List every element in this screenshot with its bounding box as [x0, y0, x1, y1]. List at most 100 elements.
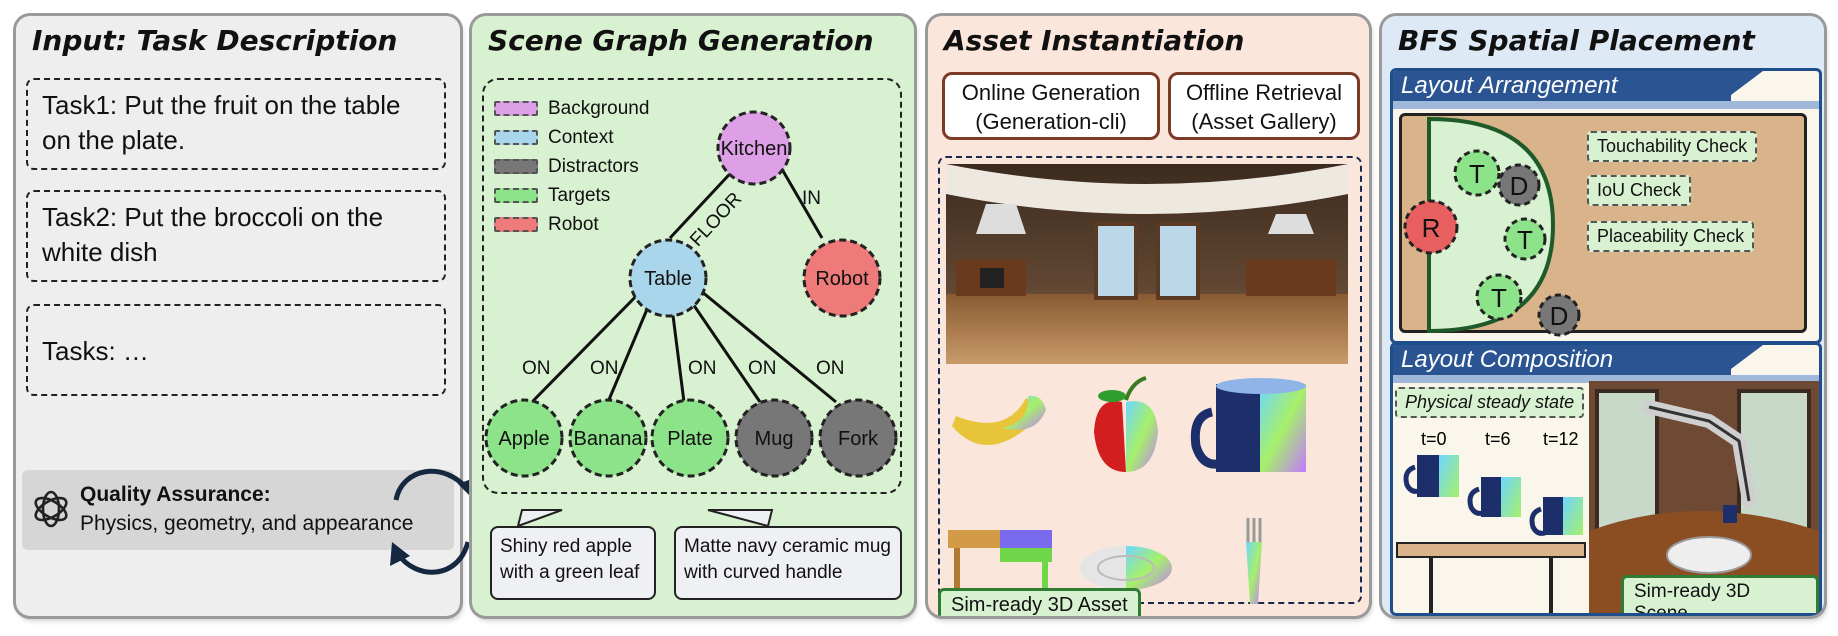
node-mug: [734, 398, 814, 478]
node-label-kitchen: Kitchen: [721, 138, 788, 160]
distractor-marker-2: [1537, 293, 1581, 337]
scene-graph: FLOOR IN ON ON ON ON ON Kitchen Table Ro…: [484, 110, 898, 528]
online-generation-line1: Online Generation: [961, 80, 1141, 105]
layout-arrangement-title: Layout Arrangement: [1393, 71, 1731, 101]
node-banana: [568, 398, 648, 478]
legend-context: Context: [494, 123, 649, 152]
scene-graph-panel: Scene Graph Generation Background Contex…: [472, 16, 914, 616]
kitchen-panorama-image: [946, 164, 1348, 364]
task-box-more: Tasks: …: [26, 304, 446, 396]
layout-composition-box: Layout Composition Physical steady state…: [1390, 342, 1822, 616]
scene-graph-title: Scene Graph Generation: [488, 24, 874, 57]
node-kitchen: [716, 110, 792, 186]
edge-label-floor: FLOOR: [686, 189, 746, 251]
asset-panel-title: Asset Instantiation: [944, 24, 1245, 57]
node-label-banana: Banana: [574, 428, 644, 450]
scene-graph-frame: [482, 78, 902, 494]
banana-asset-icon: [952, 395, 1046, 446]
mug-asset-icon: [1190, 378, 1306, 472]
feedback-loop-arrows: [390, 468, 476, 575]
iou-check: IoU Check: [1587, 175, 1692, 206]
qa-text: Quality Assurance: Physics, geometry, an…: [80, 480, 413, 539]
node-label-robot: Robot: [815, 268, 869, 290]
edge-label-on-apple: ON: [522, 358, 551, 379]
legend-swatch-robot: [494, 217, 538, 232]
node-label-plate: Plate: [667, 428, 713, 450]
robot-marker: [1403, 199, 1459, 255]
edge-label-on-mug: ON: [748, 358, 777, 379]
time-label-0: t=0: [1421, 429, 1447, 449]
input-panel: Input: Task Description Task1: Put the f…: [16, 16, 460, 616]
node-robot: [802, 238, 882, 318]
edge-label-on-plate: ON: [688, 358, 717, 379]
touchability-check: Touchability Check: [1587, 131, 1758, 162]
legend-swatch-context: [494, 130, 538, 145]
plate-asset-icon: [1080, 546, 1172, 590]
quality-assurance-box: Quality Assurance: Physics, geometry, an…: [22, 470, 454, 550]
node-table: [628, 238, 708, 318]
layout-composition-title: Layout Composition: [1393, 345, 1731, 375]
distractor-marker-label-1: D: [1510, 171, 1529, 201]
steady-table-leg-left: [1429, 557, 1433, 613]
time-label-12: t=12: [1543, 429, 1579, 449]
steady-table-top: [1396, 542, 1586, 558]
placement-panel: BFS Spatial Placement Layout Arrangement…: [1382, 16, 1824, 616]
distractor-marker-1: [1497, 163, 1541, 207]
caption-mug-text: Matte navy ceramic mug with curved handl…: [684, 536, 891, 583]
task-text-more: Tasks: …: [42, 336, 149, 366]
edge-table-fork: [689, 280, 837, 404]
legend-targets: Targets: [494, 181, 649, 210]
target-marker-2: [1503, 217, 1547, 261]
target-marker-label-1: T: [1469, 159, 1485, 189]
legend-swatch-background: [494, 101, 538, 116]
node-plate: [650, 398, 730, 478]
edge-label-on-banana: ON: [590, 358, 619, 379]
qa-description: Physics, geometry, and appearance: [80, 512, 414, 536]
offline-retrieval-box: Offline Retrieval (Asset Gallery): [1168, 72, 1360, 140]
fork-asset-icon: [1246, 518, 1262, 604]
asset-gallery-frame: [938, 156, 1362, 604]
caption-apple: Shiny red apple with a green leaf: [490, 526, 656, 600]
apple-asset-icon: [1094, 376, 1158, 472]
edge-label-in: IN: [802, 188, 821, 209]
robot-marker-label: R: [1422, 213, 1441, 243]
node-fork: [818, 398, 898, 478]
target-marker-1: [1453, 149, 1501, 197]
node-apple: [484, 398, 564, 478]
node-label-table: Table: [644, 268, 692, 290]
node-legend: Background Context Distractors Targets R…: [494, 94, 649, 239]
qa-title: Quality Assurance:: [80, 483, 271, 506]
caption-mug: Matte navy ceramic mug with curved handl…: [674, 526, 902, 600]
layout-arrangement-box: Layout Arrangement R T T T D D T: [1390, 68, 1822, 344]
legend-distractors: Distractors: [494, 152, 649, 181]
node-label-apple: Apple: [498, 428, 549, 450]
sim-ready-asset-badge: Sim-ready 3D Asset: [938, 588, 1141, 616]
layout-arrangement-strip: [1393, 101, 1819, 109]
mug-t12-icon: [1529, 497, 1583, 536]
node-label-mug: Mug: [755, 428, 794, 450]
task-box-2: Task2: Put the broccoli on the white dis…: [26, 190, 446, 282]
legend-swatch-targets: [494, 188, 538, 203]
edge-label-on-fork: ON: [816, 358, 845, 379]
steady-table-leg-right: [1549, 557, 1553, 613]
asset-panel: Asset Instantiation Online Generation (G…: [928, 16, 1369, 616]
edge-table-apple: [530, 282, 650, 404]
legend-swatch-distractors: [494, 159, 538, 174]
offline-retrieval-line1: Offline Retrieval: [1185, 80, 1343, 105]
asset-thumbnails: [948, 376, 1306, 604]
steady-state-label: Physical steady state: [1395, 387, 1585, 418]
layout-composition-title-tail: [1723, 345, 1763, 375]
mug-t0-icon: [1403, 455, 1459, 497]
placeability-check: Placeability Check: [1587, 221, 1755, 252]
target-marker-label-2: T: [1517, 225, 1533, 255]
distractor-marker-label-2: D: [1550, 301, 1569, 331]
task-text-2: Task2: Put the broccoli on the white dis…: [42, 202, 384, 268]
caption-apple-text: Shiny red apple with a green leaf: [500, 536, 640, 583]
input-panel-title: Input: Task Description: [32, 24, 398, 57]
legend-label-targets: Targets: [548, 184, 611, 206]
sim-ready-scene-badge: Sim-ready 3D Scene: [1621, 575, 1819, 613]
task-text-1: Task1: Put the fruit on the table on the…: [42, 90, 401, 156]
caption-pointer-mug: [707, 509, 774, 528]
legend-robot: Robot: [494, 210, 649, 239]
legend-label-robot: Robot: [548, 213, 599, 235]
